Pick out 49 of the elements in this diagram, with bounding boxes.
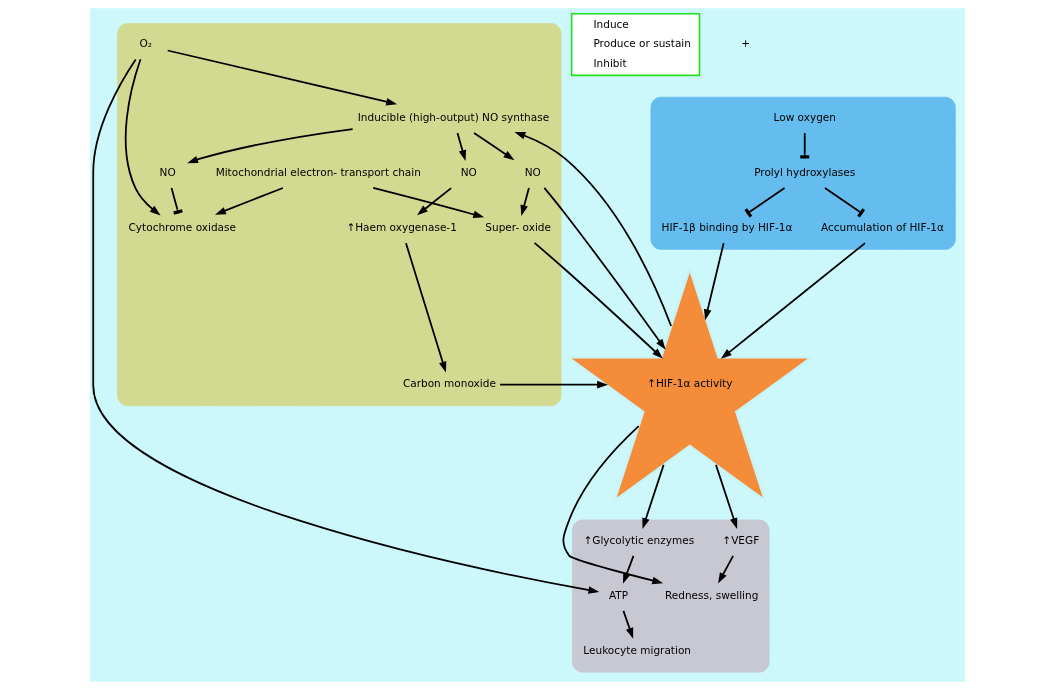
arrow: [622, 610, 634, 639]
node-text: ↑VEGF: [722, 533, 760, 546]
node-text: HIF-1β binding by HIF-1α: [661, 221, 793, 234]
arrow: [715, 464, 738, 529]
arrow: [124, 58, 161, 216]
node-text: Carbon monoxide: [402, 377, 496, 390]
node-text: Accumulation of HIF-1α: [820, 221, 944, 234]
arrow: [718, 555, 734, 584]
cluster: [117, 23, 562, 407]
arrow: [417, 187, 453, 216]
arrow: [372, 187, 485, 219]
node-text: Inducible (high-output) NO synthase: [357, 110, 550, 123]
arrow: [543, 187, 666, 350]
arrow: [520, 187, 530, 216]
arrow: [214, 187, 284, 215]
legend-label: Produce or sustain: [593, 37, 691, 50]
arrow: [187, 128, 354, 164]
arrow: [166, 49, 398, 106]
node-text: Prolyl hydroxylases: [754, 166, 856, 179]
node-text: NO: [460, 166, 477, 179]
arrow: [642, 464, 665, 529]
node-text: Leukocyte migration: [583, 643, 692, 656]
arrow: [92, 58, 600, 594]
node-text: NO: [524, 166, 541, 179]
arrow: [514, 131, 672, 327]
arrow: [533, 242, 663, 359]
label: +: [741, 37, 751, 50]
arrow: [473, 132, 515, 161]
node-text: Super- oxide: [485, 221, 552, 234]
legend-label: Induce: [593, 17, 629, 30]
arrow: [499, 380, 608, 389]
connector: [744, 187, 786, 218]
node-text: ↑Glycolytic enzymes: [583, 533, 695, 546]
node-text: Redness, swelling: [664, 588, 759, 601]
arrow: [562, 425, 664, 585]
cluster: [650, 96, 956, 250]
node-text: ↑Haem oxygenase-1: [346, 221, 457, 234]
legend-label: Inhibit: [593, 56, 627, 69]
connector: [170, 187, 183, 215]
node-text: Mitochondrial electron- transport chain: [215, 166, 421, 179]
node-text: Cytochrome oxidase: [128, 221, 237, 234]
node-text: ATP: [608, 588, 629, 601]
connector: [824, 187, 866, 218]
arrow: [456, 132, 467, 161]
node-text: O₂: [139, 37, 153, 50]
arrow: [405, 242, 447, 373]
node-text: Low oxygen: [773, 110, 836, 123]
node-text: NO: [159, 166, 176, 179]
arrow: [622, 555, 635, 584]
